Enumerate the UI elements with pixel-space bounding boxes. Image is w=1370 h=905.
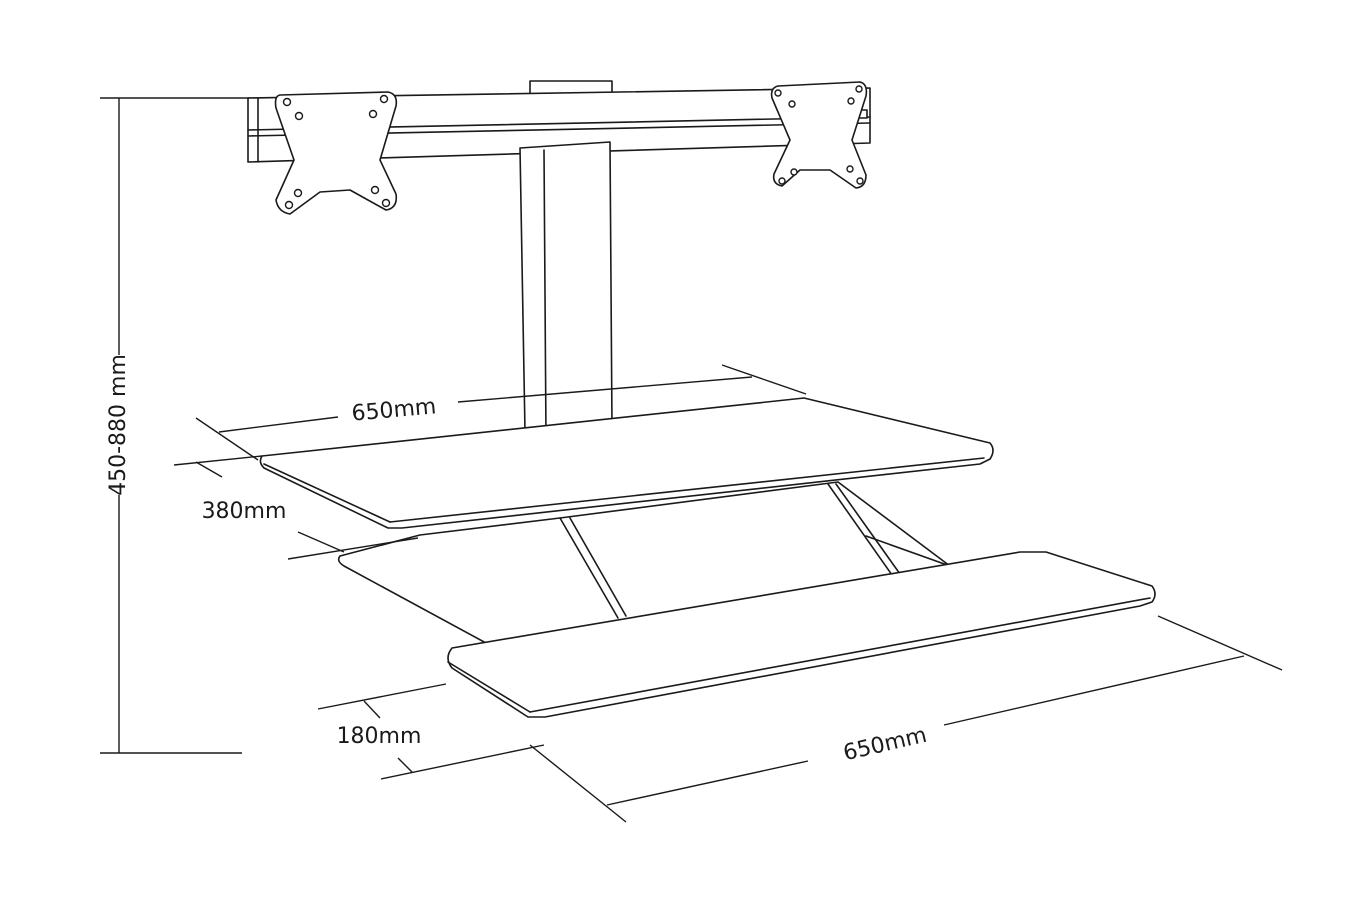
scissor-lift	[559, 483, 951, 619]
monitor-crossbar	[247, 80, 871, 163]
upper-depth-dimension: 380mm	[173, 455, 419, 560]
right-vesa-mount	[770, 81, 868, 189]
height-dimension: 450-880 mm	[100, 97, 255, 754]
upper-work-surface	[259, 397, 994, 529]
base-plate	[337, 481, 951, 661]
keyboard-depth-dimension: 180mm	[317, 683, 545, 780]
left-vesa-mount	[274, 91, 398, 215]
height-range-label: 450-880 mm	[106, 354, 131, 496]
keyboard-depth-label: 180mm	[337, 724, 422, 749]
upper-depth-label: 380mm	[202, 499, 287, 524]
keyboard-width-label: 650mm	[841, 723, 929, 766]
upper-width-label: 650mm	[351, 394, 438, 426]
support-column	[519, 141, 613, 439]
keyboard-tray	[447, 551, 1156, 718]
